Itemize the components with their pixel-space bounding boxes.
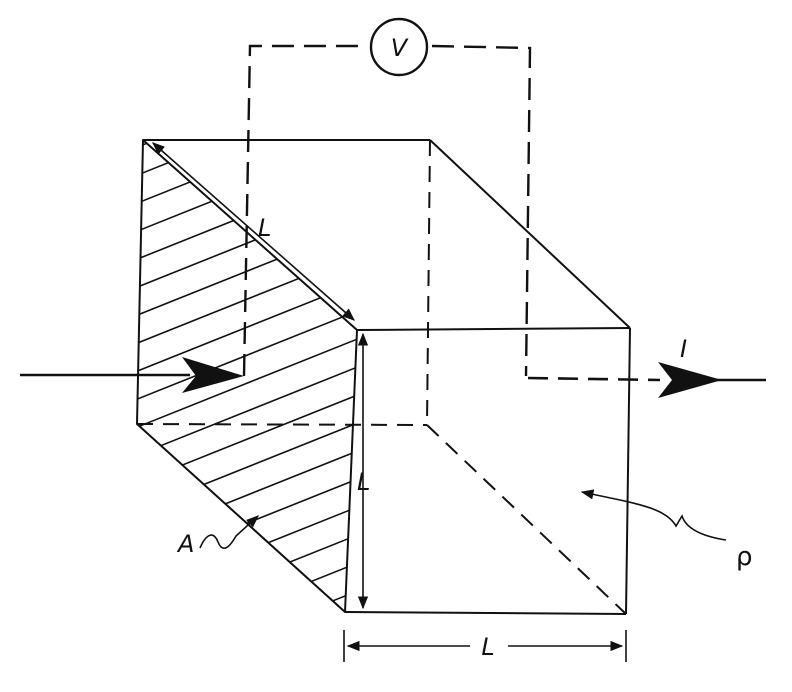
voltmeter-left-wire xyxy=(242,44,366,377)
length-diagonal-label: L xyxy=(258,214,271,242)
current-label: I xyxy=(680,335,687,363)
cube-hidden-bottom-edge xyxy=(136,423,428,426)
voltmeter-circle xyxy=(369,17,429,77)
cube-top-right-edge xyxy=(429,139,631,329)
resistivity-pointer xyxy=(580,489,727,541)
resistivity-label: ρ xyxy=(736,542,753,572)
dimension-bottom: L xyxy=(343,630,627,662)
voltmeter-label: V xyxy=(391,34,409,62)
current-in-arrowhead xyxy=(182,357,244,393)
current-out-arrow: I xyxy=(527,335,766,398)
length-vertical-label: L xyxy=(357,468,370,496)
area-pointer xyxy=(199,515,259,549)
dimension-vertical: L xyxy=(357,332,370,610)
length-bottom-label: L xyxy=(481,633,494,661)
cube-front-bottom-edge xyxy=(344,611,627,615)
area-label: A xyxy=(176,530,194,558)
cross-section-hatching xyxy=(137,140,357,612)
current-out-arrowhead xyxy=(658,362,722,398)
voltmeter-right-wire xyxy=(431,44,532,377)
cube-hidden-vertical-edge xyxy=(426,139,431,426)
cube-hidden-diagonal-edge xyxy=(426,424,627,615)
cube-front-top-edge xyxy=(356,327,631,331)
voltmeter: V xyxy=(369,17,429,77)
current-in-arrow xyxy=(20,357,244,393)
voltmeter-circuit xyxy=(242,44,532,377)
cube-hidden-edges xyxy=(136,139,627,615)
cube-front-right-edge xyxy=(625,327,631,615)
resistivity-annotation: ρ xyxy=(580,489,753,572)
area-annotation: A xyxy=(176,515,259,558)
dimension-diagonal: L xyxy=(152,142,355,321)
